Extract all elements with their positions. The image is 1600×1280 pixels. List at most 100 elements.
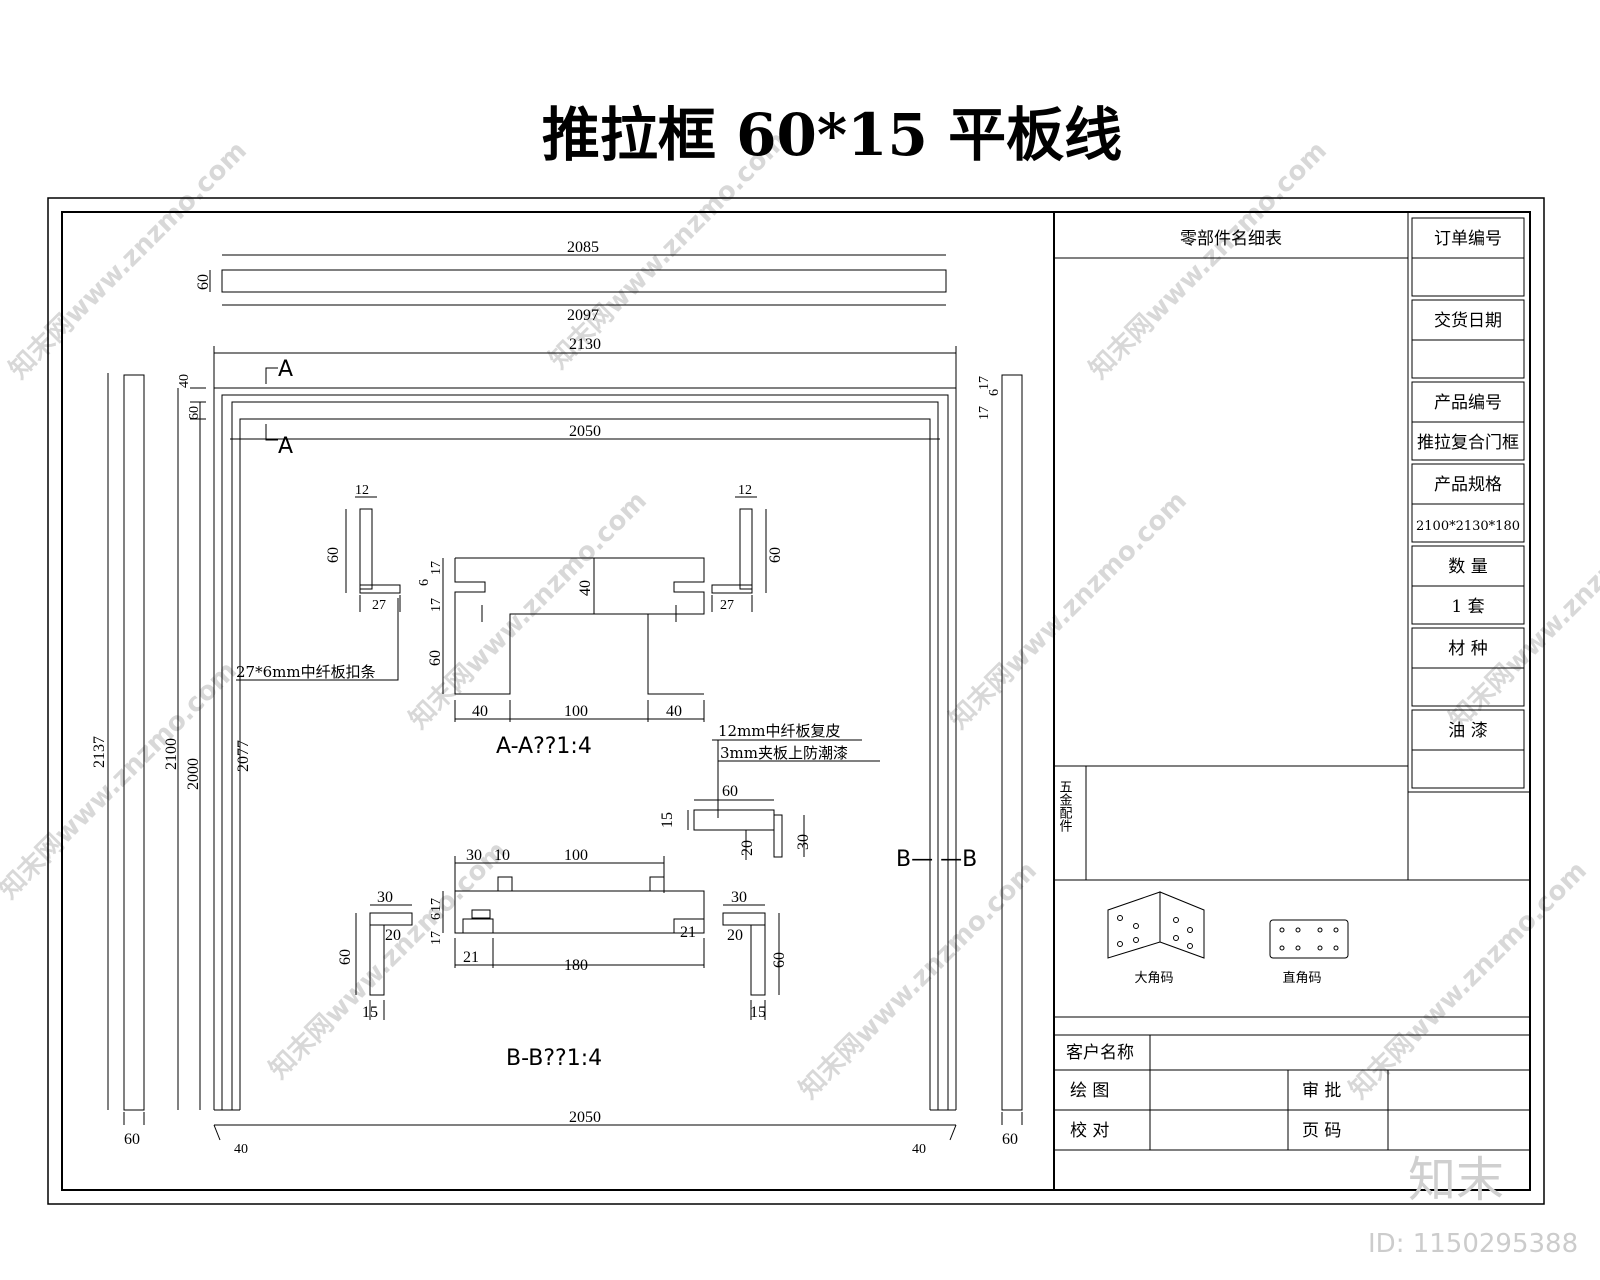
right-side-bar [1002,375,1022,1125]
dim-aa-detail-20: 20 [739,840,756,856]
dim-frame-overall-width: 2130 [569,336,601,353]
material-label: 材 种 [1448,639,1487,659]
dim-left-bar-width: 60 [124,1131,140,1148]
hardware-label: 五金配件 [1057,780,1073,832]
dim-aa-12-left: 12 [355,483,369,498]
dim-aa-17-top: 17 [429,561,444,575]
product-spec-label: 产品规格 [1434,475,1502,495]
dim-aa-60-right: 60 [767,547,784,563]
section-b-label: B— —B [896,847,977,872]
parts-table-header: 零部件名细表 [1180,229,1282,249]
section-mark-a-top: A [278,357,293,382]
watermark-text: 知末网www.znzmo.com [1084,136,1333,385]
dim-bb-10: 10 [494,847,510,864]
dim-aa-60-leg: 60 [427,650,444,666]
dim-bb-17b: 17 [429,931,444,945]
delivery-date-label: 交货日期 [1434,311,1502,331]
approve-label: 审 批 [1302,1081,1341,1101]
dim-left-2077: 2077 [235,740,252,772]
dim-bb-15-left: 15 [362,1004,378,1021]
dim-top-bar-height: 60 [195,274,212,290]
dim-left-2137: 2137 [91,736,108,768]
paint-label: 油 漆 [1448,721,1487,741]
dim-bb-15-right: 15 [750,1004,766,1021]
dim-bb-60-right: 60 [771,952,788,968]
dim-bb-30-left: 30 [377,889,393,906]
title-block-grid [1054,212,1530,1190]
dim-right-bar-width: 60 [1002,1131,1018,1148]
dim-bb-20-left: 20 [385,927,401,944]
dim-aa-detail-15: 15 [659,812,676,828]
top-bar-drawing [210,255,946,305]
dim-frame-top-60: 60 [187,406,202,420]
product-no-label: 产品编号 [1434,393,1502,413]
section-aa-detail [688,740,880,860]
dim-aa-detail-30: 30 [795,834,812,850]
product-no-value: 推拉复合门框 [1417,433,1519,453]
watermark-logo: 知末 [1408,1152,1504,1208]
dim-top-bar-length: 2085 [567,239,599,256]
section-bb-title: B-B??1:4 [506,1046,602,1071]
dim-frame-right-6: 6 [987,389,1002,396]
dim-aa-27-left: 27 [372,598,386,613]
large-corner-bracket-icon [1108,892,1204,958]
product-spec-value: 2100*2130*180 [1416,519,1520,534]
watermark-text: 知末网www.znzmo.com [944,486,1193,735]
dim-left-2100: 2100 [163,738,180,770]
section-bb-drawing [356,856,779,1020]
dim-aa-6: 6 [417,579,432,586]
dim-corner-left-40: 40 [234,1142,248,1157]
note-aa-skin: 12mm中纤板复皮 [718,722,841,740]
dim-bb-6: 6 [429,913,444,920]
dim-bb-21-right: 21 [680,924,696,941]
dim-top-bar-full: 2097 [567,307,599,324]
order-no-label: 订单编号 [1434,229,1502,249]
dim-aa-17-mid: 17 [429,598,444,612]
section-aa-title: A-A??1:4 [496,734,592,759]
hardware-1-label: 大角码 [1134,971,1173,986]
hardware-2-label: 直角码 [1282,971,1321,986]
dim-frame-bottom-width: 2050 [569,1109,601,1126]
dim-aa-27-right: 27 [720,598,734,613]
drawn-label: 绘 图 [1070,1081,1109,1101]
quantity-value: 1 套 [1451,597,1484,617]
dim-left-2000: 2000 [185,758,202,790]
dim-bb-100: 100 [564,847,588,864]
section-aa-drawing [236,497,766,722]
dim-aa-40-bottom-left: 40 [472,703,488,720]
watermark-text: 知末网www.znzmo.com [0,656,243,905]
dim-aa-detail-60: 60 [722,783,738,800]
inner-border [62,212,1530,1190]
section-mark-a-bottom: A [278,434,293,459]
dim-aa-40-bottom-right: 40 [666,703,682,720]
drawing-title: 推拉框 60*15 平板线 [542,101,1122,169]
straight-bracket-icon [1270,920,1348,958]
page-label: 页 码 [1302,1121,1341,1141]
dim-bb-20-right: 20 [727,927,743,944]
dim-aa-100-bottom: 100 [564,703,588,720]
dim-frame-top-40: 40 [177,374,192,388]
watermark-text: 知末网www.znzmo.com [4,136,253,385]
note-aa-paint: 3mm夹板上防潮漆 [720,744,848,762]
dim-aa-40-center: 40 [577,580,594,596]
dim-bb-180: 180 [564,957,588,974]
dim-frame-inner-width: 2050 [569,423,601,440]
dim-aa-12-right: 12 [738,483,752,498]
left-side-bars [108,373,232,1125]
customer-label: 客户名称 [1066,1043,1134,1063]
check-label: 校 对 [1070,1121,1109,1141]
dim-bb-30: 30 [466,847,482,864]
watermark-id: ID: 1150295388 [1368,1229,1578,1259]
dim-corner-right-40: 40 [912,1142,926,1157]
quantity-label: 数 量 [1448,557,1487,577]
dim-bb-17a: 17 [429,898,444,912]
dim-frame-right-17: 17 [977,376,992,390]
dim-bb-30-right: 30 [731,889,747,906]
dim-bb-21-left: 21 [463,949,479,966]
watermark-text: 知末网www.znzmo.com [1344,856,1593,1105]
outer-border [48,198,1544,1204]
dim-frame-right-17b: 17 [977,406,992,420]
dim-bb-60-left: 60 [337,949,354,965]
watermark-text: 知末网www.znzmo.com [794,856,1043,1105]
